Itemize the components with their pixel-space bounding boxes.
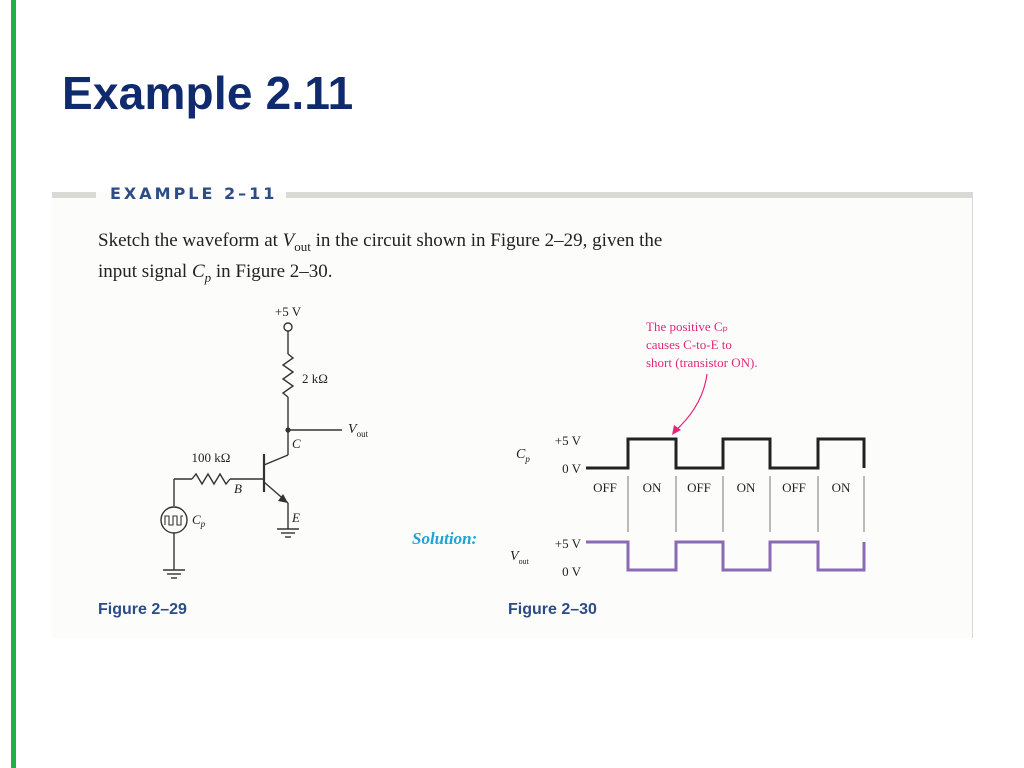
- cp-waveform-label: Cp: [516, 447, 530, 464]
- source-label-c: C: [192, 512, 201, 527]
- emitter-label: E: [291, 510, 300, 525]
- input-waveform-cp: [586, 437, 866, 470]
- timing-dividers: [627, 476, 865, 532]
- annotation-line-3: short (transistor ON).: [646, 355, 758, 370]
- example-panel: EXAMPLE 2–11 Sketch the waveform at Vout…: [52, 184, 973, 638]
- state-label: ON: [643, 480, 662, 495]
- circuit-and-waveforms: +5 V 2 kΩ Vout C 100 kΩ B E Cp Figure 2–…: [98, 304, 866, 618]
- cp-waveform-label-c: C: [516, 447, 526, 462]
- base-resistor-label: 100 kΩ: [192, 450, 231, 465]
- figure-29-caption: Figure 2–29: [98, 601, 187, 618]
- problem-statement: Sketch the waveform at Vout in the circu…: [98, 228, 778, 290]
- problem-text-2: in the circuit shown in Figure 2–29, giv…: [310, 230, 663, 251]
- source-label: Cp: [192, 512, 206, 529]
- annotation-arrow-line: [673, 373, 708, 433]
- vout-level-low: 0 V: [562, 564, 582, 579]
- base-label: B: [234, 481, 242, 496]
- cp-waveform-label-p: p: [524, 454, 530, 464]
- state-label: ON: [737, 480, 756, 495]
- header-rule-left: [52, 192, 96, 198]
- problem-text-1: Sketch the waveform at: [98, 230, 283, 251]
- collector-label: C: [292, 436, 301, 451]
- problem-text-3: input signal: [98, 260, 192, 282]
- annotation-line-2: causes C-to-E to: [646, 337, 732, 352]
- emitter-arrow-icon: [278, 494, 288, 503]
- figure-30-caption: Figure 2–30: [508, 601, 597, 618]
- base-resistor-icon: [191, 472, 231, 486]
- cp-level-low: 0 V: [562, 461, 582, 476]
- output-waveform-vout: [586, 540, 866, 572]
- transistor-collector-lead: [263, 454, 289, 466]
- slide-title: Example 2.11: [62, 67, 354, 119]
- cp-level-high: +5 V: [555, 433, 582, 448]
- supply-label: +5 V: [275, 304, 302, 319]
- state-label: OFF: [782, 480, 806, 495]
- vout-waveform-label: Vout: [510, 549, 530, 566]
- state-label: OFF: [593, 480, 617, 495]
- vout-waveform-label-v: V: [510, 549, 520, 564]
- cp-symbol: C: [191, 260, 205, 282]
- solution-label: Solution:: [412, 529, 477, 548]
- vout-subscript: out: [294, 238, 311, 254]
- output-label-v: V: [348, 422, 358, 437]
- annotation-arrow-icon: [672, 425, 681, 435]
- problem-text-4: in Figure 2–30.: [211, 260, 333, 282]
- state-label: ON: [832, 480, 851, 495]
- accent-bar: [11, 0, 16, 768]
- state-label: OFF: [687, 480, 711, 495]
- supply-terminal: [283, 322, 293, 332]
- output-node: [285, 427, 291, 433]
- vout-level-high: +5 V: [555, 536, 582, 551]
- circuit-figure-29: [160, 322, 342, 579]
- output-label: Vout: [348, 422, 369, 439]
- cp-subscript: p: [204, 269, 212, 285]
- vout-waveform-label-sub: out: [519, 557, 530, 566]
- header-rule-right: [286, 192, 972, 198]
- pulse-symbol-icon: [164, 515, 183, 526]
- annotation-line-1: The positive Cₚ: [646, 319, 728, 334]
- collector-resistor-label: 2 kΩ: [302, 371, 328, 386]
- vout-symbol: V: [282, 230, 295, 251]
- example-label: EXAMPLE 2–11: [110, 184, 278, 203]
- source-label-p: p: [200, 519, 206, 529]
- output-label-sub: out: [357, 429, 369, 439]
- collector-resistor-icon: [281, 353, 295, 398]
